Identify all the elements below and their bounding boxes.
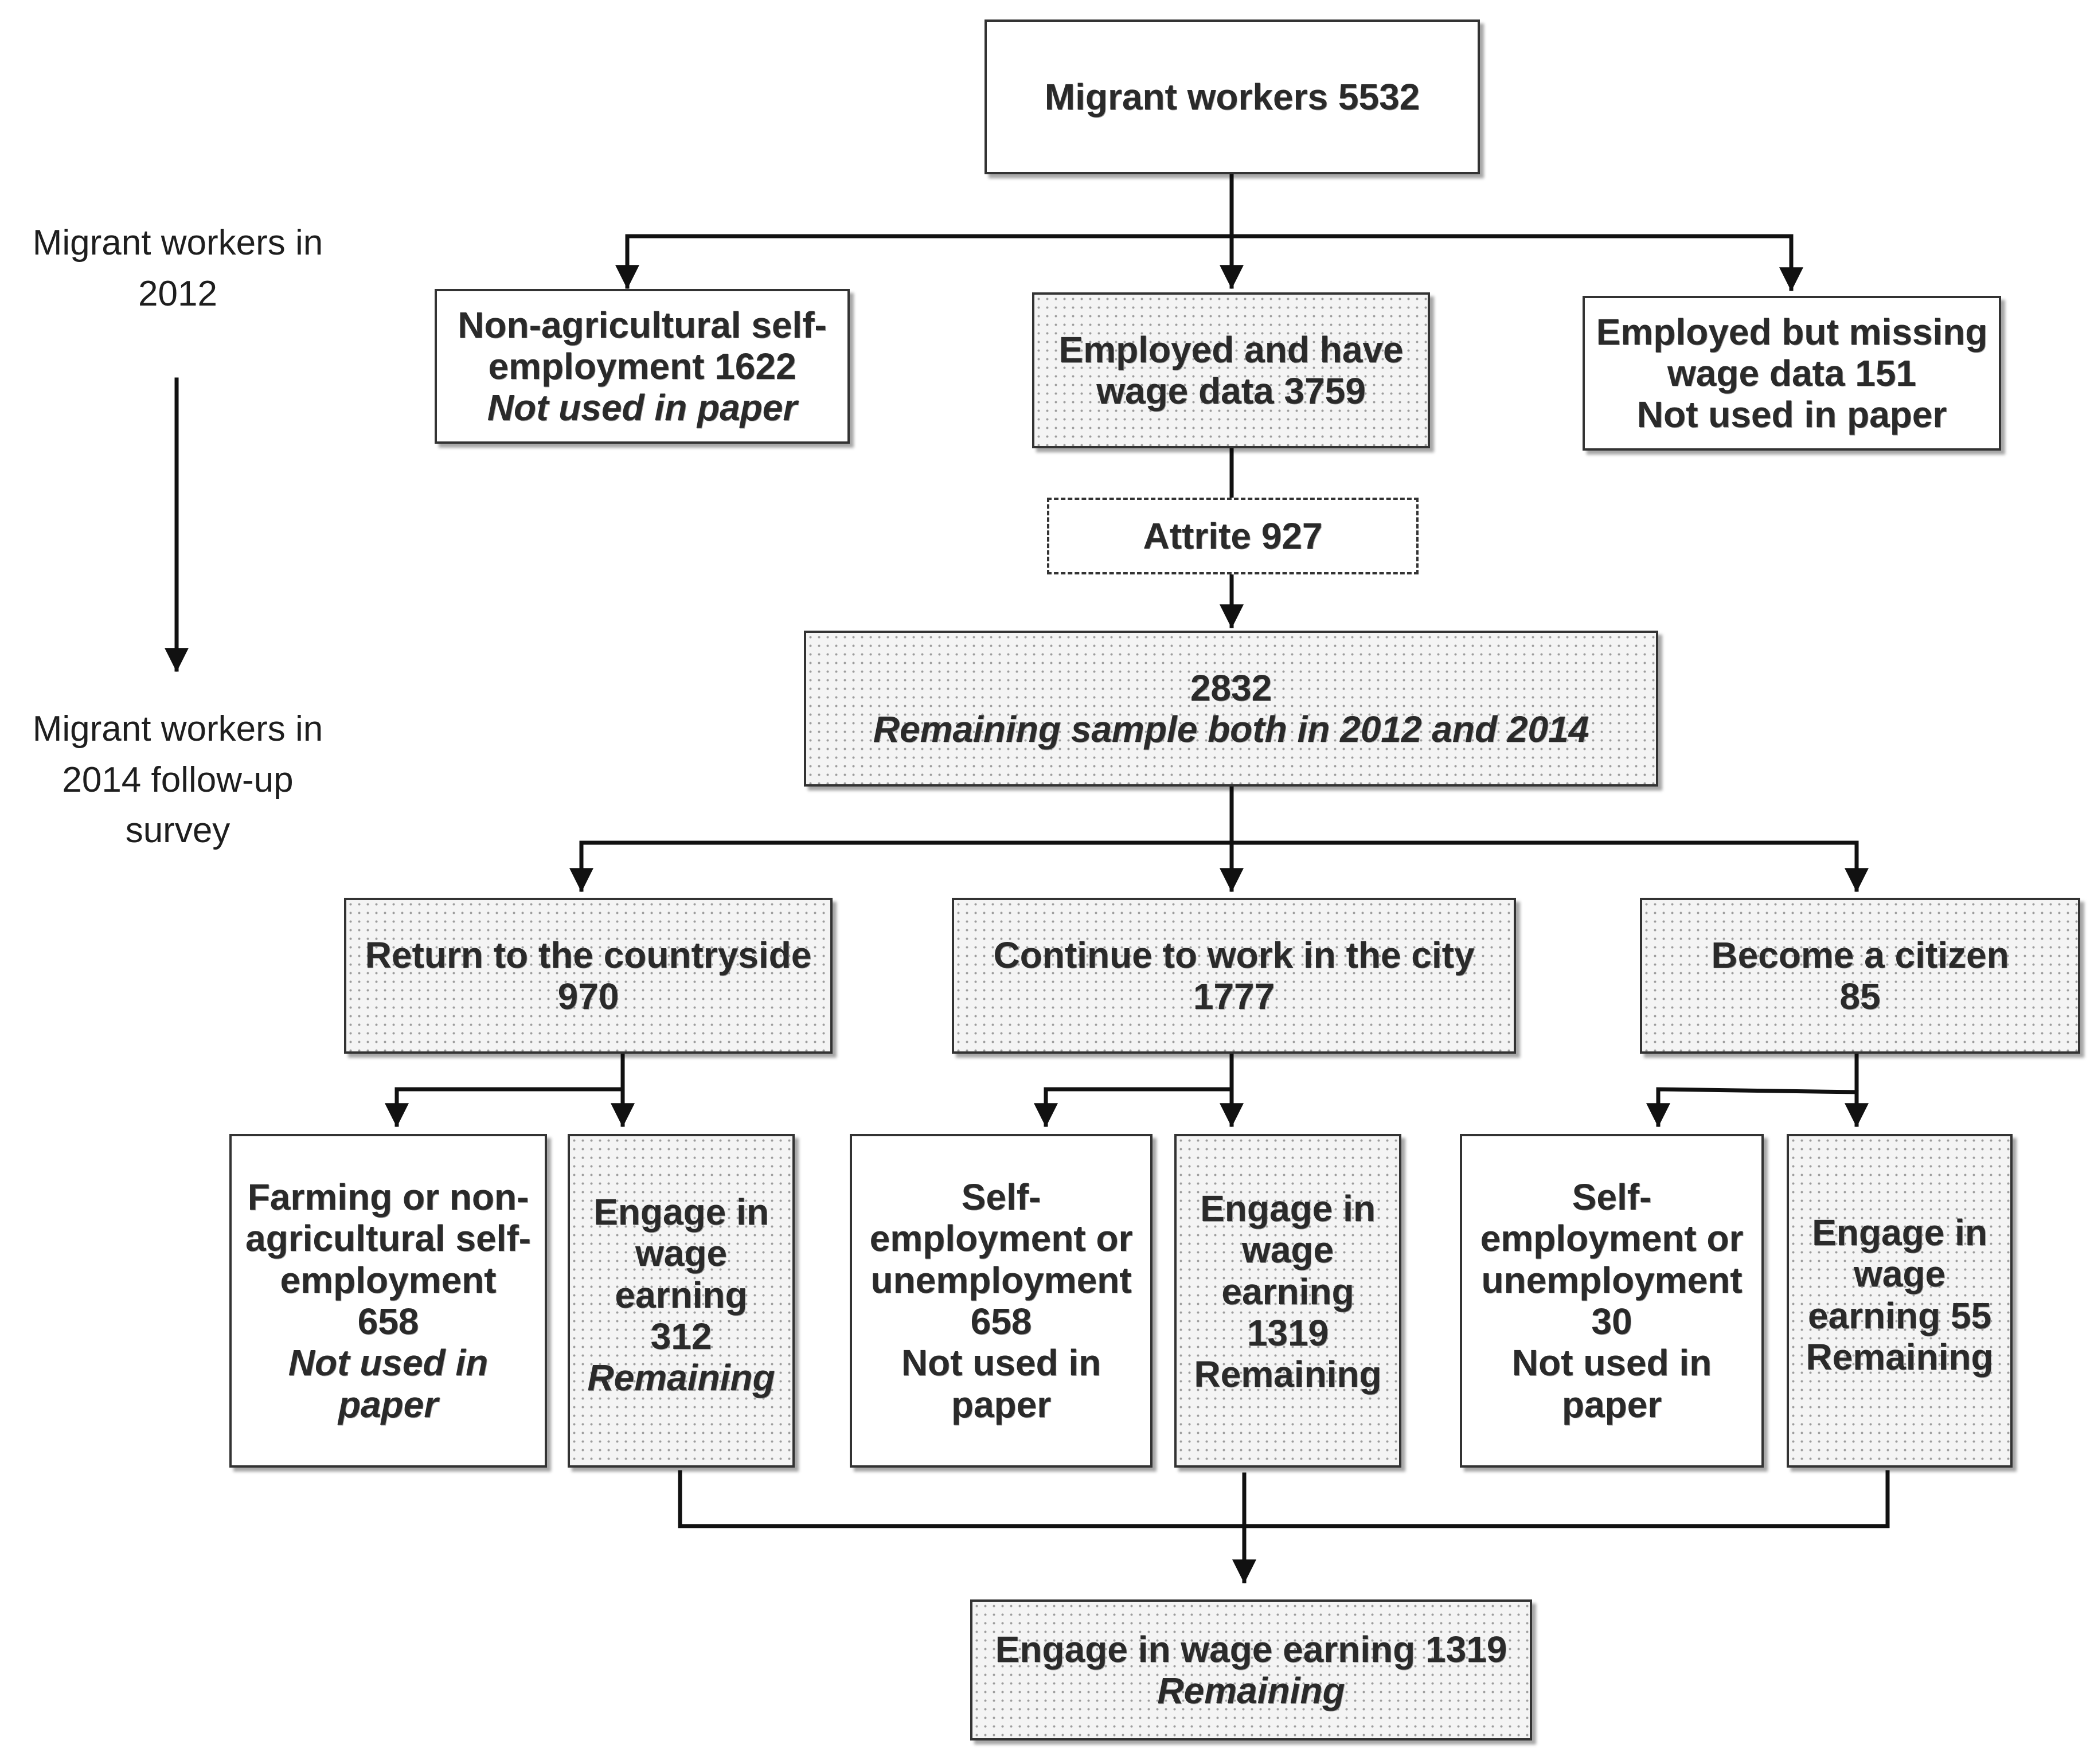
node-text: Engage in wage earning 1319 bbox=[995, 1628, 1507, 1670]
node-note: Remaining bbox=[1194, 1354, 1382, 1395]
node-text: 2832 bbox=[1190, 667, 1272, 709]
node-count: 312 bbox=[650, 1315, 712, 1357]
timeline-2014-line-2: 2014 follow-up bbox=[62, 760, 294, 800]
node-become-citizen: Become a citizen 85 bbox=[1640, 898, 2080, 1054]
node-text: Migrant workers 5532 bbox=[1044, 76, 1420, 118]
node-text: Employed and have bbox=[1058, 328, 1404, 370]
node-text: 970 bbox=[557, 976, 619, 1017]
node-text: Farming or non- bbox=[247, 1176, 529, 1218]
node-note: Not used in paper bbox=[1636, 394, 1947, 436]
node-text: Non-agricultural self- bbox=[458, 304, 827, 346]
node-text: employment or bbox=[869, 1218, 1133, 1260]
node-note: paper bbox=[338, 1383, 439, 1425]
node-count: 30 bbox=[1591, 1301, 1632, 1342]
node-text: Return to the countryside bbox=[365, 934, 812, 976]
node-note: Not used in paper bbox=[487, 387, 798, 429]
node-employed-with-wage: Employed and have wage data 3759 bbox=[1032, 292, 1430, 448]
node-text: wage bbox=[1241, 1229, 1334, 1271]
node-remaining-sample: 2832 Remaining sample both in 2012 and 2… bbox=[804, 631, 1658, 787]
node-note: paper bbox=[951, 1383, 1052, 1425]
node-text: Employed but missing bbox=[1596, 311, 1988, 353]
node-text: wage bbox=[635, 1233, 728, 1274]
node-text: Self- bbox=[961, 1176, 1041, 1218]
node-note: paper bbox=[1561, 1383, 1662, 1425]
node-note: Remaining bbox=[587, 1357, 775, 1399]
node-text: Engage in bbox=[1812, 1212, 1987, 1253]
node-note: Remaining sample both in 2012 and 2014 bbox=[873, 709, 1589, 750]
node-text: unemployment bbox=[1481, 1259, 1743, 1301]
node-text: 85 bbox=[1839, 976, 1881, 1017]
node-text: agricultural self- bbox=[245, 1218, 531, 1260]
node-text: Continue to work in the city bbox=[993, 934, 1475, 976]
node-self-employment-citizen: Self- employment or unemployment 30 Not … bbox=[1460, 1134, 1764, 1468]
timeline-2012-line-2: 2012 bbox=[138, 273, 217, 314]
node-self-employment-city: Self- employment or unemployment 658 Not… bbox=[850, 1134, 1153, 1468]
node-note: Remaining bbox=[1806, 1336, 1994, 1378]
node-employed-missing-wage: Employed but missing wage data 151 Not u… bbox=[1583, 296, 2001, 451]
node-text: employment or bbox=[1480, 1218, 1744, 1260]
timeline-label-2012: Migrant workers in 2012 bbox=[0, 218, 355, 319]
node-text: Engage in bbox=[593, 1191, 769, 1233]
node-text: Engage in bbox=[1200, 1188, 1376, 1229]
node-migrant-workers-total: Migrant workers 5532 bbox=[985, 19, 1480, 174]
citizen-split-bar bbox=[1656, 1087, 1859, 1096]
node-text: wage data 151 bbox=[1667, 352, 1916, 394]
timeline-2014-line-1: Migrant workers in bbox=[32, 709, 323, 749]
node-nonag-self-employment-2012: Non-agricultural self- employment 1622 N… bbox=[435, 289, 850, 444]
node-wage-earning-citizen: Engage in wage earning 55 Remaining bbox=[1787, 1134, 2013, 1468]
node-farming-or-self-employment: Farming or non- agricultural self- emplo… bbox=[229, 1134, 547, 1468]
node-continue-in-city: Continue to work in the city 1777 bbox=[952, 898, 1516, 1054]
node-return-to-countryside: Return to the countryside 970 bbox=[344, 898, 833, 1054]
timeline-2012-line-1: Migrant workers in bbox=[32, 223, 323, 263]
timeline-label-2014: Migrant workers in 2014 follow-up survey bbox=[0, 704, 355, 856]
node-text: earning bbox=[615, 1274, 748, 1316]
node-note: Not used in bbox=[901, 1342, 1101, 1384]
timeline-2014-line-3: survey bbox=[125, 811, 231, 851]
node-final-wage-earning: Engage in wage earning 1319 Remaining bbox=[970, 1599, 1532, 1740]
node-note: Not used in bbox=[288, 1342, 489, 1384]
node-text: unemployment bbox=[870, 1259, 1132, 1301]
node-count: 1319 bbox=[1247, 1312, 1329, 1354]
node-count: 658 bbox=[357, 1301, 419, 1342]
node-text: Become a citizen bbox=[1711, 934, 2009, 976]
node-text: Self- bbox=[1572, 1176, 1652, 1218]
node-text: Attrite 927 bbox=[1143, 515, 1323, 557]
node-wage-earning-rural: Engage in wage earning 312 Remaining bbox=[568, 1134, 795, 1468]
node-text: employment 1622 bbox=[488, 345, 796, 387]
node-text: earning 55 bbox=[1807, 1294, 1992, 1336]
node-text: employment bbox=[280, 1259, 497, 1301]
node-text: wage bbox=[1853, 1253, 1946, 1295]
node-wage-earning-city: Engage in wage earning 1319 Remaining bbox=[1174, 1134, 1401, 1468]
node-text: 1777 bbox=[1193, 976, 1275, 1017]
node-note: Remaining bbox=[1157, 1670, 1345, 1711]
node-note: Not used in bbox=[1511, 1342, 1712, 1384]
node-count: 658 bbox=[970, 1301, 1032, 1342]
node-attrite: Attrite 927 bbox=[1047, 498, 1419, 574]
node-text: wage data 3759 bbox=[1096, 370, 1366, 412]
node-text: earning bbox=[1221, 1270, 1354, 1312]
